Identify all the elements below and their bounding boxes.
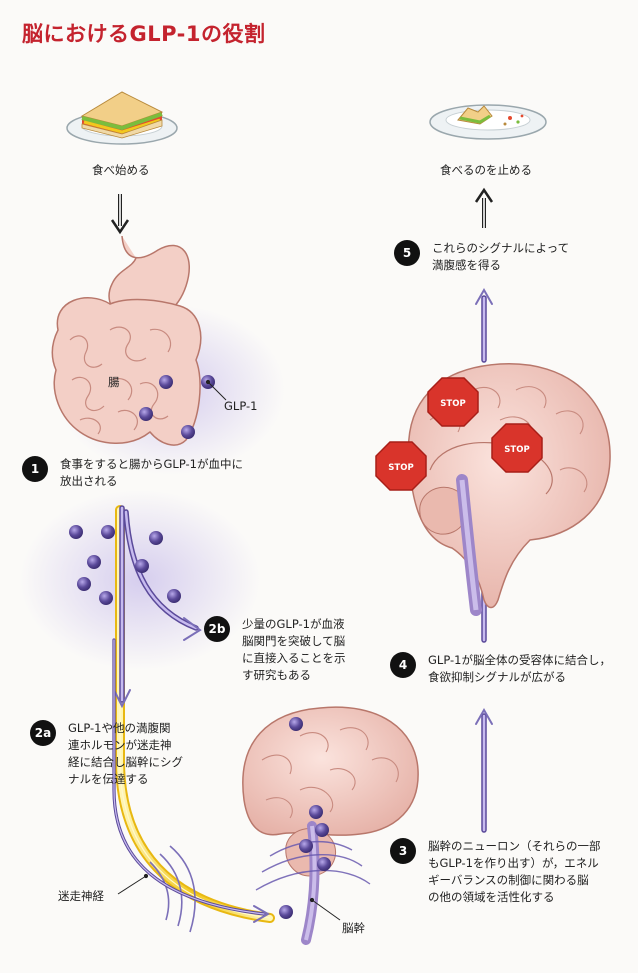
glp1-molecule [315, 823, 329, 837]
stop-sign: STOP [491, 423, 543, 473]
step-number-badge: 5 [394, 240, 420, 266]
glp1-molecule [69, 525, 83, 539]
glp1-molecule [101, 525, 115, 539]
glp1-molecule [317, 857, 331, 871]
glp1-molecule [181, 425, 195, 439]
glp1-molecule [279, 905, 293, 919]
glp1-molecule [77, 577, 91, 591]
stop-sign: STOP [427, 377, 479, 427]
step-number-badge: 2b [204, 616, 230, 642]
step-text: GLP-1や他の満腹関 連ホルモンが迷走神 経に結合し脳幹にシグ ナルを伝達する [68, 721, 183, 786]
brainstem-label: 脳幹 [342, 921, 365, 935]
step-number-badge: 2a [30, 720, 56, 746]
lower-brain-illustration [242, 706, 419, 945]
step-number-badge: 1 [22, 456, 48, 482]
signal-arrows [112, 287, 493, 923]
end-up-arrow [474, 187, 494, 228]
step-number-badge: 3 [390, 838, 416, 864]
glp1-molecule [309, 805, 323, 819]
step-text: 脳幹のニューロン（それらの一部 もGLP-1を作り出す）が，エネル ギーバランス… [428, 839, 601, 904]
stop-sign: STOP [375, 441, 427, 491]
glp1-molecule [149, 531, 163, 545]
digestive-tract-illustration [51, 235, 202, 446]
stop-sign-label: STOP [504, 445, 529, 455]
intestine-label: 腸 [108, 375, 120, 389]
glp1-molecule [289, 717, 303, 731]
stop-sign-label: STOP [388, 463, 413, 473]
glp1-molecule [139, 407, 153, 421]
leader-lines [117, 379, 341, 921]
glp1-molecule [159, 375, 173, 389]
start-eating-label: 食べ始める [92, 163, 150, 177]
step-number-badge: 4 [390, 652, 416, 678]
stop-eating-label: 食べるのを止める [440, 163, 532, 177]
glp1-label: GLP-1 [224, 399, 258, 413]
step-text: これらのシグナルによって 満腹感を得る [432, 241, 570, 272]
step-text: 食事をすると腸からGLP-1が血中に 放出される [60, 457, 243, 488]
step-text: GLP-1が脳全体の受容体に結合し， 食欲抑制シグナルが広がる [428, 653, 611, 684]
glp1-molecule [135, 559, 149, 573]
vagus-nerve-label: 迷走神経 [58, 889, 104, 903]
glp1-molecule [87, 555, 101, 569]
glp1-molecules [69, 375, 331, 919]
glp1-molecule [167, 589, 181, 603]
sandwich-plate-icon [66, 91, 178, 145]
start-down-arrow [110, 194, 130, 235]
glp1-molecule [99, 591, 113, 605]
step-text: 少量のGLP-1が血液 脳関門を突破して脳 に直接入ることを示 す研究もある [242, 617, 346, 682]
glp1-molecule [299, 839, 313, 853]
stop-sign-label: STOP [440, 399, 465, 409]
page-title: 脳におけるGLP-1の役割 [22, 22, 266, 46]
eaten-sandwich-plate-icon [429, 104, 547, 140]
